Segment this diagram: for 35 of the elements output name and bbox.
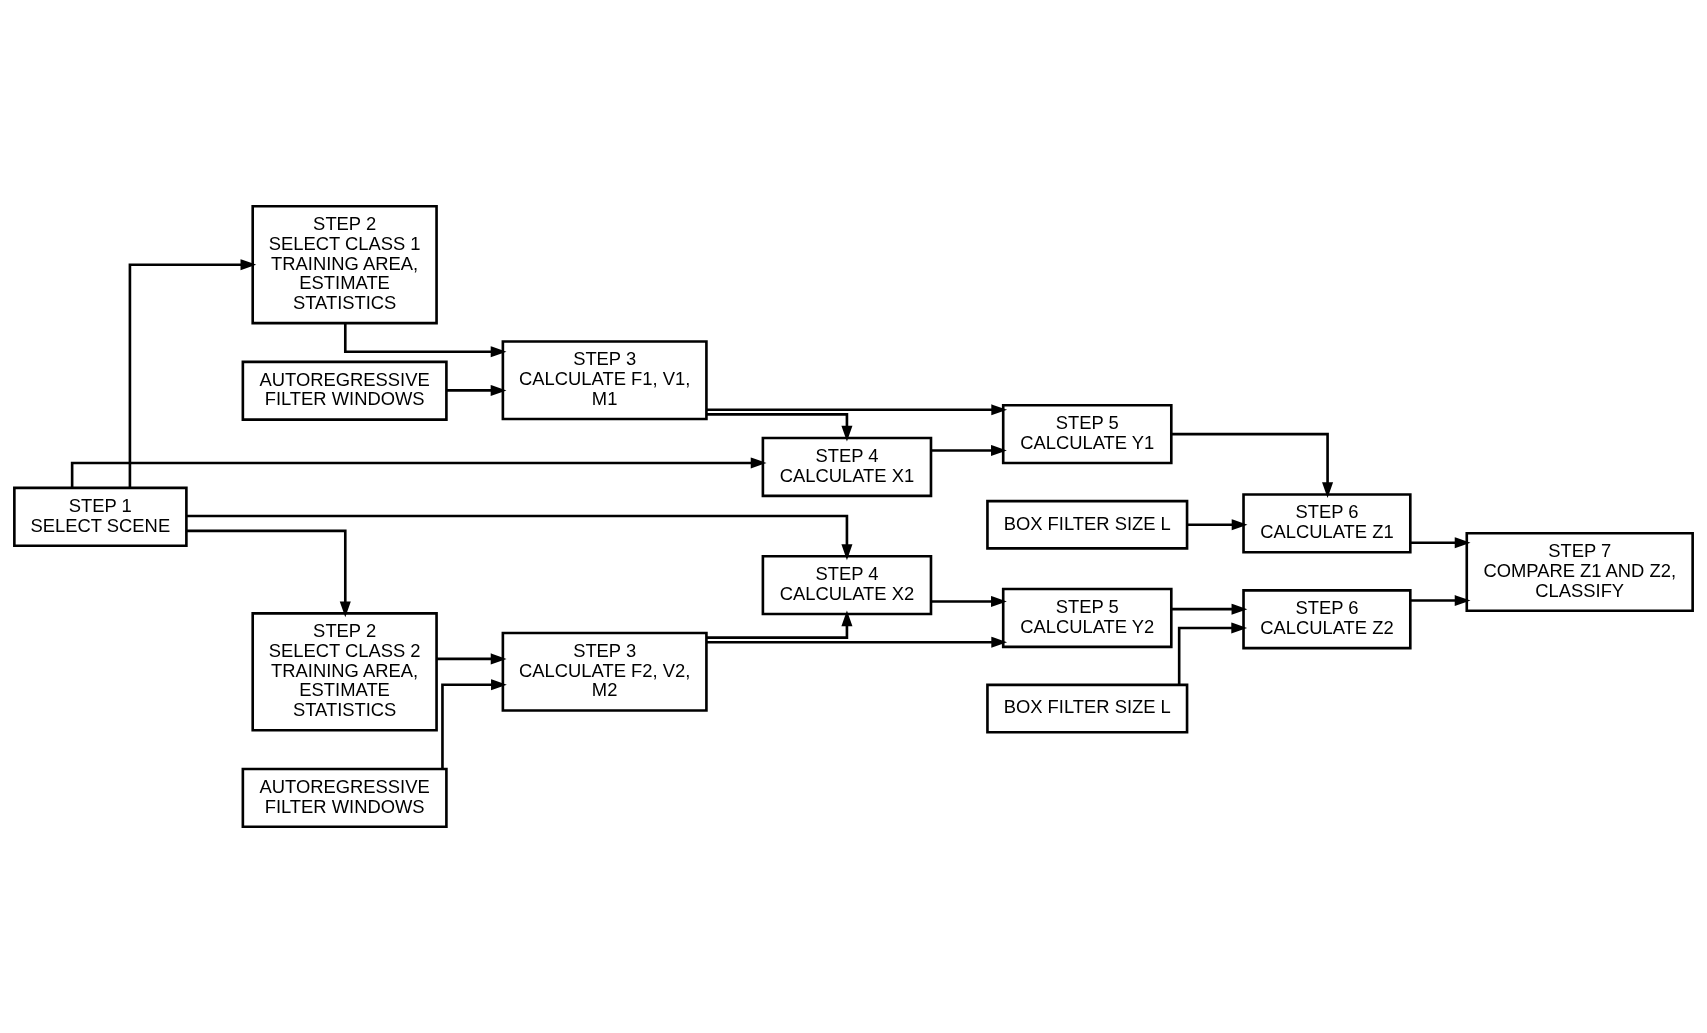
arrow [707, 636, 1008, 648]
arrow [706, 413, 853, 442]
arrow [436, 653, 507, 665]
arrow [186, 514, 853, 561]
node-box: STEP 5 CALCULATE Y2 [1001, 587, 1173, 649]
node-box: STEP 5 CALCULATE Y1 [1001, 403, 1173, 465]
node-box: STEP 7 COMPARE Z1 AND Z2, CLASSIFY [1465, 531, 1694, 613]
arrow [446, 384, 507, 396]
arrow [1171, 432, 1334, 499]
arrow [128, 259, 257, 488]
node-box: STEP 6 CALCULATE Z2 [1242, 589, 1412, 650]
arrow [931, 444, 1007, 457]
arrow [707, 404, 1008, 416]
node-box: STEP 6 CALCULATE Z1 [1242, 493, 1412, 554]
arrow [1410, 537, 1471, 549]
arrow [1171, 603, 1248, 615]
node-box: STEP 3 CALCULATE F2, V2, M2 [501, 631, 708, 712]
arrow [1177, 622, 1248, 685]
arrow [343, 323, 507, 358]
node-box: STEP 4 CALCULATE X1 [761, 436, 933, 498]
node-box: BOX FILTER SIZE L [986, 499, 1189, 550]
node-box: STEP 3 CALCULATE F1, V1, M1 [501, 340, 708, 421]
node-box: STEP 2 SELECT CLASS 1 TRAINING AREA, ESTIMATE STATISTICS [251, 204, 438, 325]
arrow [931, 596, 1007, 608]
node-box: AUTOREGRESSIVE FILTER WINDOWS [241, 767, 448, 829]
arrow [441, 679, 507, 769]
node-box: BOX FILTER SIZE L [986, 683, 1189, 734]
arrow [186, 529, 351, 618]
arrow [1187, 519, 1248, 531]
arrow [1410, 595, 1471, 607]
node-box: AUTOREGRESSIVE FILTER WINDOWS [241, 360, 448, 421]
node-box: STEP 1 SELECT SCENE [13, 486, 188, 548]
arrow [706, 610, 853, 639]
node-box: STEP 2 SELECT CLASS 2 TRAINING AREA, ESTIMATE STATISTICS [251, 612, 438, 732]
node-box: STEP 4 CALCULATE X2 [761, 554, 933, 616]
